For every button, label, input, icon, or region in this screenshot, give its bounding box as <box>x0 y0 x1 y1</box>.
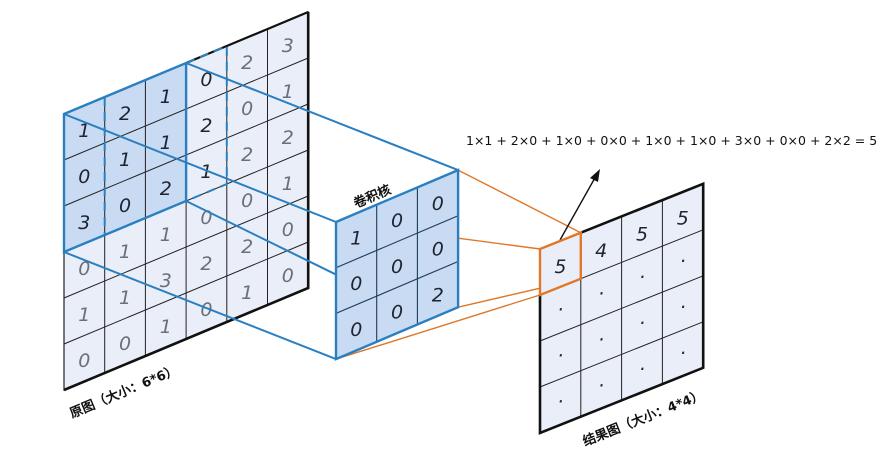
original-cell-value: 3 <box>160 270 172 292</box>
arrow-icon <box>559 169 600 241</box>
original-cell-value: 2 <box>200 253 212 275</box>
result-cell-placeholder: · <box>639 267 645 289</box>
original-cell-value: 0 <box>241 98 253 120</box>
original-cell-value: 2 <box>241 144 253 166</box>
kernel-cell-value: 0 <box>391 210 403 232</box>
result-cell-value: 4 <box>595 240 607 262</box>
original-cell-value: 0 <box>200 299 212 321</box>
original-cell-value: 1 <box>200 161 212 183</box>
original-cell-value: 3 <box>282 35 294 57</box>
original-cell-value: 0 <box>282 219 294 241</box>
highlighted-result-cell <box>538 230 582 297</box>
kernel-cell-value: 0 <box>391 302 403 324</box>
original-cell-value: 2 <box>241 236 253 258</box>
result-cell-placeholder: · <box>639 313 645 335</box>
original-cell-value: 3 <box>78 212 90 234</box>
result-cell-value: 5 <box>677 207 689 229</box>
highlighted-window <box>64 63 187 252</box>
result-cell-placeholder: · <box>680 296 686 318</box>
original-cell-value: 2 <box>160 178 172 200</box>
original-cell-value: 1 <box>241 282 253 304</box>
result-cell-placeholder: · <box>557 391 563 413</box>
kernel-cell-value: 0 <box>432 239 444 261</box>
result-cell-placeholder: · <box>598 283 604 305</box>
original-cell-value: 0 <box>78 166 90 188</box>
original-cell-value: 0 <box>119 333 131 355</box>
original-cell-value: 1 <box>160 316 172 338</box>
original-cell-value: 1 <box>282 81 294 103</box>
original-cell-value: 0 <box>119 195 131 217</box>
original-cell-value: 0 <box>282 265 294 287</box>
original-cell-value: 0 <box>78 350 90 372</box>
result-cell-placeholder: · <box>598 329 604 351</box>
kernel-cell-value: 2 <box>432 284 444 306</box>
original-cell-value: 0 <box>241 190 253 212</box>
result-cell-placeholder: · <box>557 299 563 321</box>
original-cell-value: 0 <box>200 69 212 91</box>
original-cell-value: 1 <box>160 132 172 154</box>
original-cell-value: 2 <box>282 127 294 149</box>
result-cell-placeholder: · <box>557 345 563 367</box>
kernel-cell-value: 0 <box>350 319 362 341</box>
original-cell-value: 2 <box>241 52 253 74</box>
original-cell-value: 1 <box>160 224 172 246</box>
kernel-cell-value: 1 <box>350 227 362 249</box>
result-cell-placeholder: · <box>680 250 686 272</box>
original-cell-value: 1 <box>119 287 131 309</box>
original-cell-value: 1 <box>119 241 131 263</box>
original-cell-value: 1 <box>78 304 90 326</box>
result-cell-placeholder: · <box>639 359 645 381</box>
kernel-cell-value: 0 <box>350 273 362 295</box>
kernel-cell-value: 0 <box>432 193 444 215</box>
original-cell-value: 1 <box>119 149 131 171</box>
original-cell-value: 1 <box>78 120 90 142</box>
formula-text: 1×1 + 2×0 + 1×0 + 0×0 + 1×0 + 1×0 + 3×0 … <box>466 133 877 148</box>
original-cell-value: 1 <box>282 173 294 195</box>
result-cell-placeholder: · <box>680 342 686 364</box>
result-cell-value: 5 <box>636 224 648 246</box>
result-cell-placeholder: · <box>598 375 604 397</box>
original-cell-value: 2 <box>119 103 131 125</box>
kernel-grid: 1 0 0 0 0 0 0 0 2 <box>334 168 460 361</box>
result-cell-value: 5 <box>554 256 566 278</box>
result-grid: 5 4 5 5 · · · · · · · · · · · · <box>538 181 705 435</box>
original-cell-value: 1 <box>160 86 172 108</box>
original-cell-value: 0 <box>78 258 90 280</box>
original-cell-value: 2 <box>200 115 212 137</box>
kernel-cell-value: 0 <box>391 256 403 278</box>
